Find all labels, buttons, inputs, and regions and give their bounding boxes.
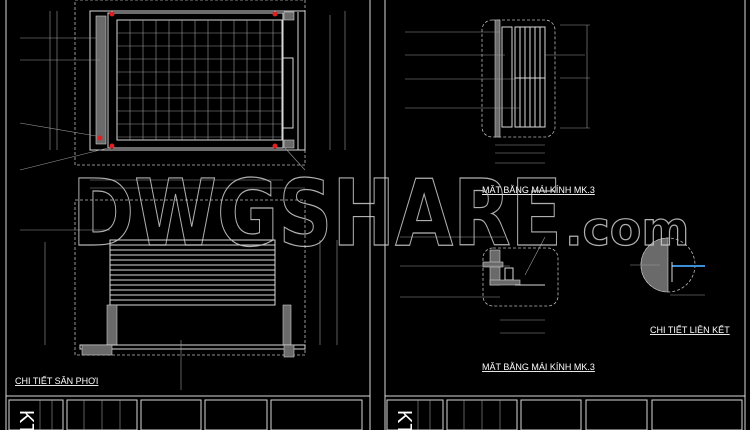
glass-roof-section-detail (400, 236, 559, 334)
title-block-kt-label: KT (15, 410, 37, 430)
title-mat-bang-mai-kinh-top: MẶT BẰNG MÁI KÍNH MK.3 (482, 185, 595, 195)
left-sheet-border (5, 0, 371, 430)
left-title-block (8, 399, 363, 430)
balcony-plan (19, 0, 346, 189)
title-chi-tiet-lien-ket: CHI TIẾT LIÊN KẾT (650, 325, 730, 335)
balcony-section (20, 199, 338, 390)
floor-tile-grid (117, 20, 282, 140)
title-block-kt-label: KT (393, 410, 415, 430)
watermark-dwgshare: DWGSHARE (72, 160, 562, 267)
corner-marker-icon (109, 143, 115, 149)
right-sheet-border (384, 0, 746, 430)
louver-slats (110, 244, 275, 301)
corner-marker-icon (109, 11, 115, 17)
section-title-chi-tiet-san-phoi: CHI TIẾT SÂN PHƠI (15, 376, 98, 386)
drain-marker-icon (97, 135, 103, 141)
glass-roof-plan-detail (405, 19, 590, 164)
corner-marker-icon (272, 143, 278, 149)
title-mat-bang-mai-kinh-bottom: MẶT BẰNG MÁI KÍNH MK.3 (482, 362, 595, 372)
right-title-block (386, 399, 743, 430)
glass-ribs (519, 27, 541, 127)
watermark-com: .com (565, 202, 689, 256)
corner-marker-icon (272, 11, 278, 17)
connection-detail (630, 237, 705, 296)
